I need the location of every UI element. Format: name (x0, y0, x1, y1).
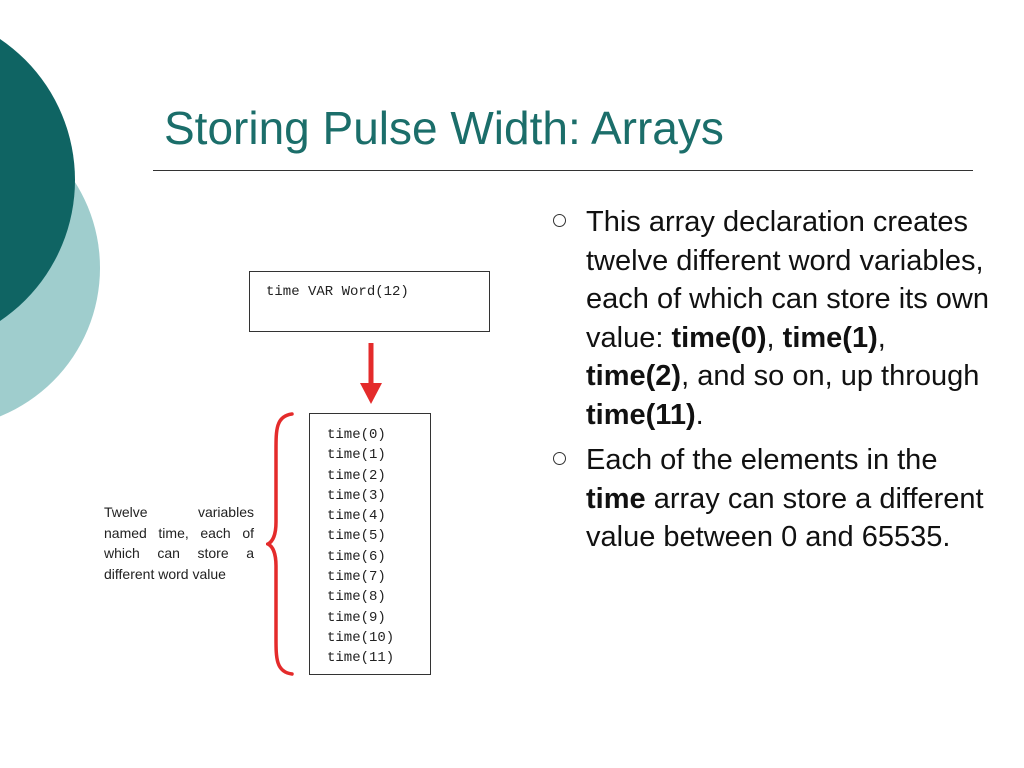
bullet-text-run: , and so on, up through (681, 360, 980, 392)
bullet-text-run: , (766, 321, 783, 354)
array-element: time(5) (327, 528, 386, 545)
bullet-list: This array declaration creates twelve di… (550, 203, 995, 564)
array-element: time(4) (327, 508, 386, 525)
bullet-text: This array declaration creates twelve di… (586, 203, 995, 434)
title-divider (153, 170, 973, 171)
bullet-text: Each of the elements in the time array c… (586, 441, 995, 557)
slide-title: Storing Pulse Width: Arrays (164, 102, 724, 154)
side-note: Twelve variables named time, each of whi… (104, 504, 254, 582)
bullet-text-run: Each of the elements in the (586, 444, 938, 476)
bullet-text-run: . (695, 398, 704, 431)
array-element: time(8) (327, 589, 386, 606)
down-arrow-icon (360, 343, 382, 404)
bullet-bold-run: time (586, 482, 646, 515)
bullet-bold-run: time(2) (586, 360, 682, 392)
bullet-item: This array declaration creates twelve di… (550, 203, 995, 434)
hollow-circle-bullet-icon (553, 452, 566, 465)
bullet-item: Each of the elements in the time array c… (550, 441, 995, 557)
array-element: time(11) (327, 650, 395, 667)
bullet-text-run: This array declaration creates twelve di… (586, 206, 989, 354)
array-elements-box: time(0) time(1) time(2) time(3) time(4) … (309, 413, 431, 675)
bullet-bold-run: time(0) (671, 321, 767, 354)
array-element: time(6) (327, 548, 386, 565)
array-element: time(1) (327, 447, 386, 464)
decorative-circles (0, 0, 110, 420)
array-element: time(10) (327, 629, 395, 646)
array-element: time(2) (327, 467, 386, 484)
bullet-text-run: array can store a different value betwee… (586, 482, 984, 554)
dark-teal-circle (0, 39, 75, 321)
bullet-text-run: , (877, 321, 886, 354)
array-element: time(7) (327, 569, 386, 586)
curly-brace-icon (266, 412, 294, 676)
hollow-circle-bullet-icon (553, 214, 566, 227)
array-element: time(9) (327, 609, 386, 626)
array-element: time(0) (327, 427, 386, 443)
bullet-bold-run: time(1) (782, 321, 878, 354)
bullet-bold-run: time(11) (586, 398, 696, 431)
declaration-box: time VAR Word(12) (249, 271, 490, 332)
array-element: time(3) (327, 487, 386, 504)
